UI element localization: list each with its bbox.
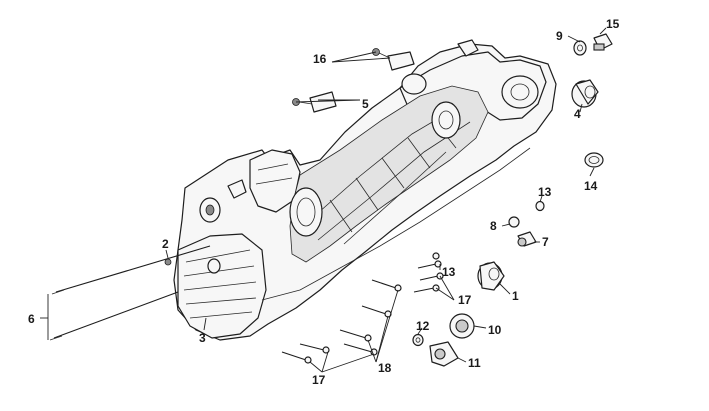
- callout-17-right: 17: [458, 293, 472, 307]
- bolt-group-right-upper: [413, 252, 444, 293]
- part-10-oil-seal: [449, 313, 475, 339]
- leader-lines: [40, 27, 607, 373]
- bolt-group-center: [339, 279, 402, 356]
- callout-16: 16: [313, 52, 327, 66]
- callout-10: 10: [488, 323, 502, 337]
- callout-3: 3: [199, 331, 206, 345]
- part-6-stud-upper: [51, 245, 211, 295]
- callout-13-lower: 13: [442, 265, 456, 279]
- callout-8: 8: [490, 219, 497, 233]
- callout-1: 1: [512, 289, 519, 303]
- part-6-stud-lower: [49, 291, 179, 341]
- callout-13-upper: 13: [538, 185, 552, 199]
- callout-15: 15: [606, 17, 620, 31]
- part-1-bushing: [477, 261, 505, 291]
- callout-5: 5: [362, 97, 369, 111]
- part-13-pin-upper: [535, 200, 545, 212]
- callout-4: 4: [574, 107, 581, 121]
- callout-14: 14: [584, 179, 598, 193]
- part-4-bushing: [571, 79, 599, 108]
- callout-9: 9: [556, 29, 563, 43]
- callout-7: 7: [542, 235, 549, 249]
- part-15-drain-plug: [593, 33, 613, 51]
- part-2-pin: [164, 258, 172, 266]
- part-9-washer: [573, 40, 587, 56]
- part-14-oring: [584, 152, 604, 168]
- callout-11: 11: [468, 356, 481, 370]
- part-7-fitting: [517, 231, 537, 247]
- callout-6: 6: [28, 312, 35, 326]
- left-crankcase-housing: [173, 39, 557, 341]
- callout-17-lower: 17: [312, 373, 326, 387]
- callout-18: 18: [378, 361, 392, 375]
- callout-12: 12: [416, 319, 430, 333]
- callout-labels: 16 5 15 9 4 14 13 8 7 13 1 17 10 12 11 1…: [28, 17, 620, 387]
- part-16-plate-bolt: [372, 48, 415, 71]
- part-11-plug: [429, 341, 459, 367]
- callout-2: 2: [162, 237, 169, 251]
- bolt-group-lower-left: [281, 343, 330, 364]
- part-8-dowel: [508, 216, 520, 228]
- part-12-washer: [412, 333, 424, 347]
